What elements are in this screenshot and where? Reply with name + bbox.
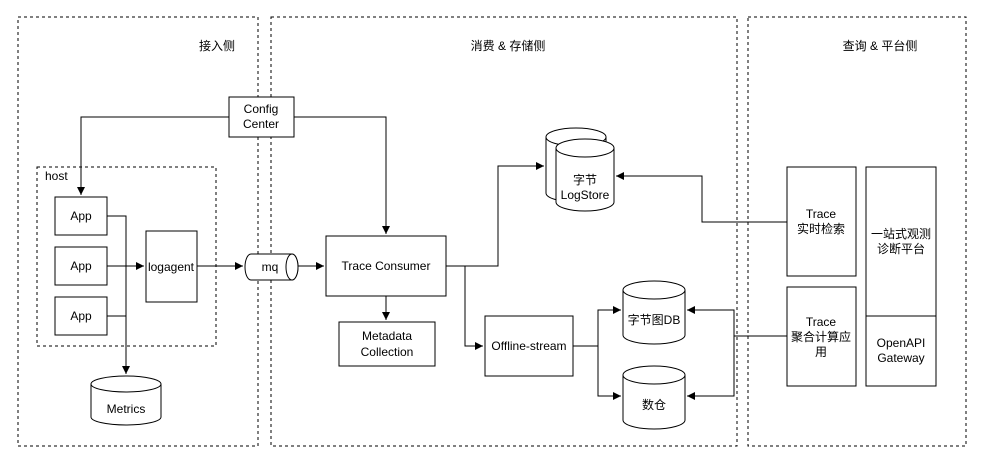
config-center-label-1: Config	[244, 102, 279, 116]
section-consume-title: 消费 & 存储侧	[471, 38, 546, 53]
metadata-label-1: Metadata	[362, 329, 412, 343]
edge-offline-to-warehouse	[597, 346, 621, 400]
trace-agg-node	[786, 286, 857, 387]
warehouse-label: 数仓	[642, 397, 666, 412]
app-node-3	[54, 296, 108, 336]
section-query-title: 查询 & 平台侧	[843, 38, 918, 53]
edge-consumer-to-logstore	[446, 162, 544, 267]
app-node-1	[54, 196, 108, 236]
metrics-db-node	[90, 375, 162, 426]
edge-config-to-consumer	[294, 116, 390, 234]
edge-offline-to-graphdb	[573, 306, 621, 347]
section-ingest	[17, 16, 259, 447]
metrics-label: Metrics	[107, 402, 146, 416]
logagent-label: logagent	[148, 260, 195, 274]
mq-node	[244, 253, 299, 281]
platform-label-2: 诊断平台	[877, 241, 925, 256]
app-label-1: App	[70, 209, 92, 223]
logstore-label-2: LogStore	[561, 188, 610, 202]
platform-label-1: 一站式观测	[871, 227, 931, 241]
logstore-label-1: 字节	[573, 172, 597, 187]
trace-search-label-2: 实时检索	[797, 221, 845, 236]
trace-agg-label-2: 聚合计算应	[791, 329, 851, 344]
warehouse-db-node	[622, 365, 686, 430]
graph-db-node	[622, 280, 686, 345]
logstore-db-node	[545, 127, 615, 212]
section-consume	[270, 16, 738, 447]
edge-agg-to-warehouse	[687, 336, 735, 400]
openapi-gateway-node	[865, 315, 937, 387]
trace-consumer-label: Trace Consumer	[342, 259, 431, 273]
offline-stream-label: Offline-stream	[491, 339, 566, 353]
host-container	[36, 166, 217, 347]
host-label: host	[45, 169, 68, 183]
app-label-3: App	[70, 309, 92, 323]
openapi-label-2: Gateway	[877, 351, 924, 365]
metadata-label-2: Collection	[361, 345, 414, 359]
openapi-label-1: OpenAPI	[877, 336, 926, 350]
edge-search-to-logstore	[616, 172, 787, 223]
section-ingest-title: 接入侧	[199, 38, 235, 53]
trace-search-label-1: Trace	[806, 207, 837, 221]
mq-label: mq	[262, 260, 279, 274]
config-center-node	[228, 96, 295, 138]
trace-search-node	[786, 166, 857, 277]
logagent-node	[145, 230, 198, 303]
platform-node	[865, 166, 937, 317]
offline-stream-node	[484, 315, 574, 377]
section-query	[747, 16, 967, 447]
trace-agg-label-3: 用	[815, 345, 827, 359]
edge-agg-to-graphdb	[687, 306, 787, 337]
edge-consumer-to-offline	[464, 266, 483, 350]
metadata-collection-node	[338, 321, 436, 367]
trace-consumer-node	[325, 235, 447, 297]
config-center-label-2: Center	[243, 117, 279, 131]
edge-config-to-app	[77, 116, 229, 195]
trace-agg-label-1: Trace	[806, 315, 837, 329]
app-label-2: App	[70, 259, 92, 273]
app-node-2	[54, 246, 108, 286]
graph-db-label: 字节图DB	[628, 312, 681, 327]
